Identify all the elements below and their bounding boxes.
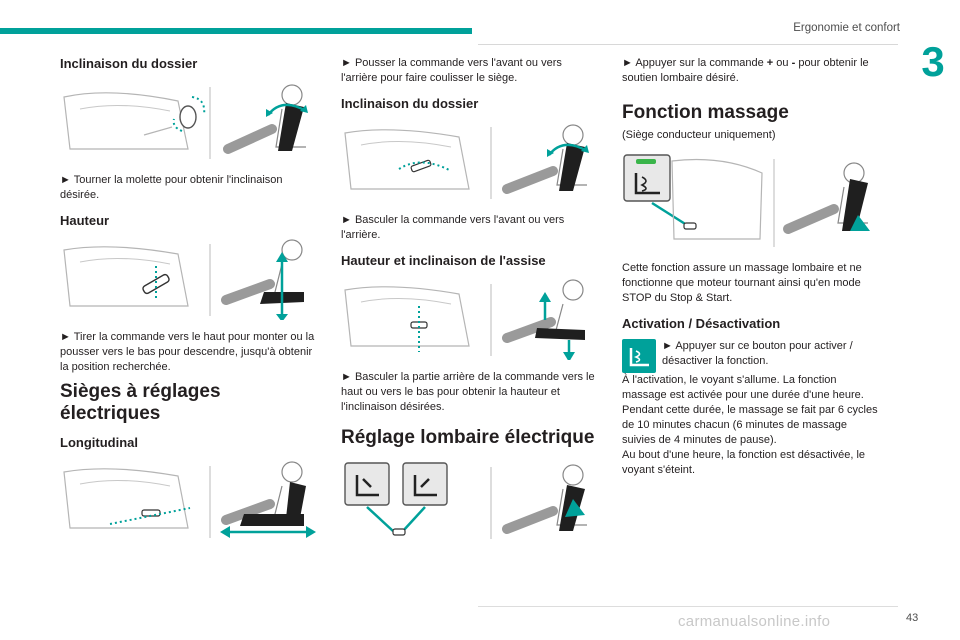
text-activation-note: ► Appuyer sur ce bouton pour activer / d…: [662, 340, 853, 367]
footer-rule: [478, 606, 898, 607]
text-lumbar-minus: -: [791, 57, 796, 69]
illustration-electric-backrest: [341, 119, 597, 203]
text-activation-1: À l'activation, le voyant s'allume. La f…: [622, 374, 864, 401]
text-electric-backrest: ► Basculer la commande vers l'avant ou v…: [341, 214, 565, 241]
text-backrest-tilt: ► Tourner la molette pour obtenir l'incl…: [60, 174, 283, 201]
illustration-seat-height-tilt: [341, 276, 597, 362]
heading-massage: Fonction massage: [622, 102, 789, 123]
text-lumbar: ► Appuyer sur la commande + ou - pour ob…: [622, 56, 878, 86]
column-3: ► Appuyer sur la commande + ou - pour ob…: [622, 56, 878, 478]
heading-lumbar: Réglage lombaire électrique: [341, 427, 595, 448]
heading-electric-seats: Sièges à réglages électriques: [60, 381, 221, 424]
text-activation-2: Pendant cette durée, le massage se fait …: [622, 404, 878, 446]
column-2: ► Pousser la commande vers l'avant ou ve…: [341, 56, 597, 553]
header-accent-bar: [0, 28, 472, 34]
massage-button-icon: [622, 339, 656, 373]
activation-note: ► Appuyer sur ce bouton pour activer / d…: [622, 339, 878, 373]
column-1: Inclinaison du dossier ► Tourner la mole…: [60, 56, 316, 552]
illustration-backrest-knob: [60, 79, 316, 163]
illustration-massage: [622, 151, 878, 251]
illustration-height-lever: [60, 236, 316, 322]
illustration-lumbar: [341, 459, 597, 543]
text-massage-desc: Cette fonction assure un massage lombair…: [622, 262, 862, 304]
heading-height: Hauteur: [60, 213, 110, 228]
heading-activation: Activation / Désactivation: [622, 316, 781, 331]
text-lumbar-c: pour obtenir le soutien lombaire désiré.: [622, 57, 869, 84]
heading-electric-backrest: Inclinaison du dossier: [341, 96, 479, 111]
text-lumbar-plus: +: [766, 57, 774, 69]
heading-backrest-tilt: Inclinaison du dossier: [60, 56, 198, 71]
text-lumbar-a: ► Appuyer sur la commande: [622, 57, 767, 69]
text-activation-3: Au bout d'une heure, la fonction est dés…: [622, 449, 866, 476]
chapter-number: 3: [906, 40, 960, 84]
text-driver-only: (Siège conducteur uniquement): [622, 129, 776, 141]
text-lumbar-b: ou: [773, 57, 792, 69]
text-seat-height-tilt: ► Basculer la partie arrière de la comma…: [341, 371, 595, 413]
header-rule: [478, 44, 898, 45]
heading-seat-height-tilt: Hauteur et inclinaison de l'assise: [341, 253, 546, 268]
illustration-longitudinal: [60, 458, 316, 542]
watermark: carmanualsonline.info: [678, 613, 831, 630]
heading-longitudinal: Longitudinal: [60, 435, 138, 450]
page-number: 43: [906, 612, 919, 624]
text-height: ► Tirer la commande vers le haut pour mo…: [60, 331, 315, 373]
section-title: Ergonomie et confort: [793, 22, 900, 34]
text-longitudinal: ► Pousser la commande vers l'avant ou ve…: [341, 57, 562, 84]
